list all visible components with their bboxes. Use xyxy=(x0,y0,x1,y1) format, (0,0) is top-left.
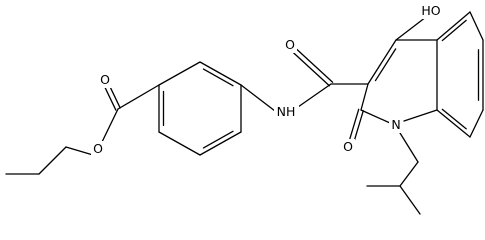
benzo-inner-bond xyxy=(441,19,467,42)
c3-c4-inner-bond xyxy=(374,48,397,82)
lactam-carbonyl-bond-a xyxy=(349,108,360,140)
lactam-oxygen-text: O xyxy=(343,139,353,154)
benzene-inner-bond xyxy=(202,130,234,149)
isobutyl-bond-1 xyxy=(399,132,419,163)
benzo-bond xyxy=(469,109,484,138)
n1-c2-bond xyxy=(360,109,391,124)
amide-oxygen-label: O xyxy=(283,37,297,53)
molecule-structure: HO O NH N O O O xyxy=(5,2,484,215)
amide-nh-text: NH xyxy=(277,104,296,119)
ester-carbonyl-bond-b xyxy=(104,86,117,111)
ester-carbonyl-oxygen-text: O xyxy=(100,72,110,87)
lactam-oxygen-label: O xyxy=(341,139,355,155)
amide-carbonyl-bond-a xyxy=(294,47,334,83)
benzo-bond xyxy=(436,11,471,41)
c8a-n1-bond xyxy=(403,109,438,122)
aryl-nh-bond xyxy=(240,84,276,112)
bond-layer xyxy=(5,11,484,215)
amide-oxygen-text: O xyxy=(285,37,295,52)
benzene-bond xyxy=(158,131,201,156)
amide-carbonyl-bond-b xyxy=(291,51,331,87)
isobutyl-bond-3 xyxy=(399,185,421,215)
ester-ether-oxygen-text: O xyxy=(93,141,103,156)
ester-ring-bond xyxy=(117,84,160,110)
hydroxyl-label: HO xyxy=(418,2,444,19)
benzo-bond xyxy=(436,109,471,138)
ring-nitrogen-text: N xyxy=(391,117,400,132)
isobutyl-bond-2 xyxy=(399,161,419,187)
lactam-carbonyl-bond-b xyxy=(353,110,364,142)
ester-ether-oxygen-label: O xyxy=(91,141,105,157)
atom-label-layer: HO O NH N O O O xyxy=(91,2,444,157)
ester-carbonyl-bond-a xyxy=(108,84,121,109)
c2-c3-bond xyxy=(360,83,369,111)
propyl-bond-1 xyxy=(65,146,94,156)
c4-hydroxyl-bond xyxy=(395,16,427,41)
benzene-bond xyxy=(158,61,201,86)
propyl-bond-2 xyxy=(38,146,67,175)
c3-c4-bond xyxy=(367,39,397,85)
benzo-bond xyxy=(469,11,484,41)
nh-carbonyl-bond xyxy=(297,83,332,108)
benzene-bond xyxy=(199,131,242,156)
ester-single-bond xyxy=(101,108,119,143)
amide-nh-label: NH xyxy=(274,104,299,120)
ester-carbonyl-oxygen-label: O xyxy=(98,72,112,88)
hydroxyl-text: HO xyxy=(421,3,440,18)
benzene-inner-bond xyxy=(202,68,234,87)
benzo-inner-bond xyxy=(441,108,467,130)
benzene-bond xyxy=(199,61,242,86)
ring-nitrogen-label: N xyxy=(389,117,403,133)
